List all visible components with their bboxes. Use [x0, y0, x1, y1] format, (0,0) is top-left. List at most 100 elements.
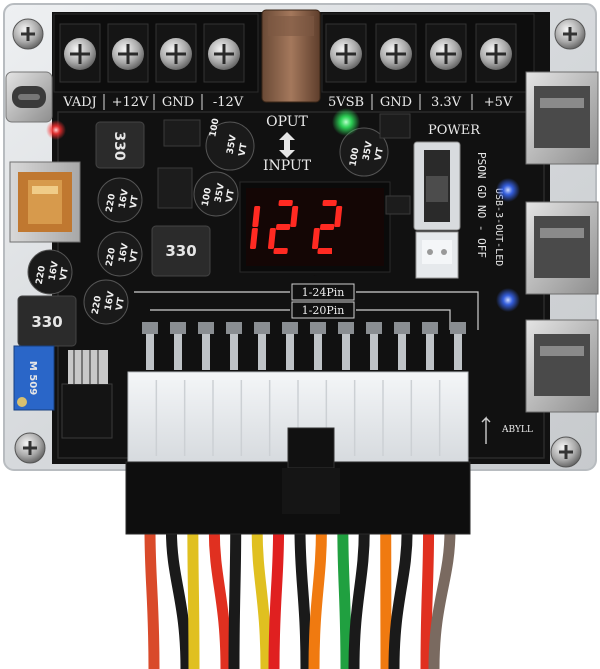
blue-trimmer-potentiometer[interactable]: M 509 — [13, 345, 55, 411]
direction-label-bottom: INPUT — [263, 158, 312, 174]
header-pin-pad — [366, 322, 382, 334]
cable-wire — [294, 524, 312, 669]
svg-text:100: 100 — [208, 118, 221, 138]
header-pin-pad — [142, 322, 158, 334]
header-pin-pad — [394, 322, 410, 334]
dc-barrel-jack[interactable] — [261, 9, 321, 103]
usb-a-port-right-middle[interactable] — [525, 201, 599, 295]
display-reading-text: 12.2 — [314, 275, 317, 277]
svg-text:330: 330 — [165, 242, 196, 260]
up-arrow-icon — [481, 416, 491, 444]
cable-wire — [337, 524, 352, 669]
cable-wire — [348, 524, 370, 669]
corner-screws — [12, 18, 586, 468]
cable-wire — [420, 524, 435, 669]
cable-wire — [428, 524, 456, 669]
svg-text:220: 220 — [105, 247, 118, 267]
header-pin — [398, 322, 406, 370]
switch-label-vertical: PSON GD NO - OFF — [475, 152, 488, 258]
terminal-label-plus5v: +5V — [484, 95, 513, 110]
header-pin — [342, 322, 350, 370]
inductor-l1: 330 — [95, 121, 145, 169]
cable-wire — [165, 524, 192, 669]
voltage-display: 12.2 — [239, 181, 391, 277]
display-segment — [278, 200, 293, 206]
header-pin-pad — [338, 322, 354, 334]
blue-led-indicator-1 — [496, 178, 520, 202]
svg-text:35V: 35V — [362, 140, 375, 161]
svg-text:220: 220 — [35, 265, 48, 285]
capacitor-c2: 100 35V VT — [339, 127, 389, 177]
direction-label-top: OPUT — [266, 114, 308, 130]
display-segment — [252, 206, 261, 227]
capacitor-c7: 220 16V VT — [83, 279, 129, 325]
terminal-label-plus12v: +12V — [112, 95, 149, 110]
header-pin-pad — [198, 322, 214, 334]
svg-text:220: 220 — [105, 193, 118, 213]
terminal-label-minus12v: -12V — [213, 95, 244, 110]
terminal-label-5vsb: 5VSB — [328, 95, 364, 110]
terminal-screws-left — [59, 23, 245, 83]
display-segment — [249, 228, 258, 249]
cable-wire — [251, 524, 272, 669]
usb-led-label-vertical: USB-3-OUT-LED — [493, 188, 504, 266]
header-pin-pad — [450, 322, 466, 334]
header-pin-pad — [170, 322, 186, 334]
pin-labels: 1-24Pin 1-20Pin — [134, 283, 479, 330]
screw-terminal-block-left[interactable] — [53, 13, 259, 93]
header-pin — [174, 322, 182, 370]
usb-c-port[interactable] — [5, 71, 53, 123]
screw-terminal-block-right[interactable] — [321, 13, 535, 93]
svg-text:VT: VT — [115, 296, 127, 311]
terminal-screws-right — [325, 23, 517, 83]
svg-text:16V: 16V — [104, 290, 117, 311]
header-pin-pad — [310, 322, 326, 334]
capacitor-c3: 220 16V VT — [97, 177, 143, 223]
svg-text:VT: VT — [129, 248, 141, 263]
svg-text:VT: VT — [225, 188, 237, 203]
atx-cable-wires — [144, 524, 456, 669]
header-pin — [258, 322, 266, 370]
green-led-indicator — [332, 108, 360, 136]
direction-label: OPUT INPUT — [263, 114, 312, 174]
display-segment — [322, 200, 337, 206]
header-pin — [370, 322, 378, 370]
header-pin — [454, 322, 462, 370]
cable-wire — [388, 524, 413, 669]
blue-led-indicator-2 — [496, 288, 520, 312]
display-segment — [317, 248, 332, 254]
terminal-labels: VADJ +12V GND -12V 5VSB GND 3.3V +5V — [62, 94, 513, 110]
display-segment — [267, 228, 276, 249]
svg-text:220: 220 — [91, 295, 104, 315]
atx-24pin-connector[interactable] — [125, 371, 471, 535]
inductor-l2: 330 — [151, 225, 211, 277]
svg-text:VT: VT — [374, 146, 386, 161]
usb-a-port-left[interactable] — [9, 161, 81, 243]
capacitor-c4: 100 35V VT — [193, 171, 239, 217]
display-segment — [290, 206, 299, 227]
smd-chips — [157, 113, 411, 215]
svg-text:35V: 35V — [214, 182, 227, 203]
header-pin — [146, 322, 154, 370]
usb-a-port-right-top[interactable] — [525, 71, 599, 165]
svg-text:16V: 16V — [48, 260, 61, 281]
svg-text:VT: VT — [129, 194, 141, 209]
terminal-label-gnd-right: GND — [380, 95, 412, 110]
usb-a-port-right-bottom[interactable] — [525, 319, 599, 413]
display-segment — [275, 224, 291, 230]
cable-wire — [208, 524, 232, 669]
display-segment — [319, 224, 335, 230]
switch-header-connector[interactable] — [415, 231, 459, 279]
cable-wire — [144, 524, 160, 669]
cable-wire — [187, 524, 200, 669]
capacitor-c5: 220 16V VT — [97, 231, 143, 277]
svg-text:M 509: M 509 — [27, 361, 38, 395]
svg-text:35V: 35V — [226, 134, 239, 155]
header-pin-pad — [254, 322, 270, 334]
power-label: POWER — [428, 123, 481, 138]
header-pin — [202, 322, 210, 370]
header-pin — [286, 322, 294, 370]
power-toggle-switch[interactable] — [413, 141, 461, 231]
terminal-label-vadj: VADJ — [62, 95, 97, 110]
